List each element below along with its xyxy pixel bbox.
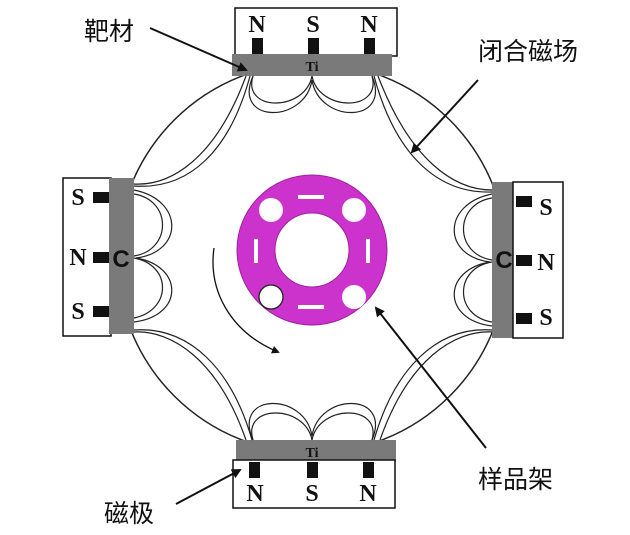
bottom-magnet-block-2	[307, 462, 318, 478]
right-target-label: C	[495, 247, 512, 274]
left-pole-2: N	[69, 245, 87, 271]
magnetic-field-lines	[133, 75, 493, 441]
right-target-plate	[492, 182, 516, 338]
bottom-target-plate	[236, 440, 396, 462]
top-pole-2: S	[306, 12, 319, 38]
sample-slot-bar-left	[254, 239, 258, 263]
top-pole-3: N	[360, 12, 378, 38]
bottom-pole-2: S	[305, 481, 318, 507]
sample-holder	[236, 174, 388, 326]
right-magnet-block-1	[516, 196, 532, 207]
bottom-pole-3: N	[359, 481, 377, 507]
top-magnet-block-1	[252, 38, 263, 54]
sample-slot-3	[342, 285, 366, 309]
sample-slot-bar-bottom	[298, 305, 324, 309]
magnetic-pole-label: 磁极	[104, 499, 154, 528]
left-magnet-block-2	[93, 252, 109, 263]
rotation-direction-arrow	[212, 247, 280, 354]
bottom-magnet-block-3	[363, 462, 374, 478]
sample-holder-outer-edge	[236, 174, 388, 326]
sample-holder-callout-arrow	[374, 306, 487, 449]
top-magnet-block-3	[364, 38, 375, 54]
top-target-plate	[232, 54, 392, 76]
top-target-label: Ti	[306, 60, 319, 75]
sample-slot-4	[258, 284, 284, 310]
bottom-target-label: Ti	[306, 446, 319, 461]
sample-slot-2	[342, 198, 366, 222]
top-magnet-assembly: N S N Ti	[232, 7, 398, 76]
left-target-label: C	[112, 246, 129, 273]
closed-field-callout-arrow	[410, 79, 479, 154]
left-magnet-assembly: S N S C	[62, 177, 134, 337]
left-pole-1: S	[71, 185, 84, 211]
left-magnet-block-3	[93, 306, 109, 317]
bottom-magnet-assembly: Ti N S N	[232, 440, 396, 509]
bottom-magnet-block-1	[249, 462, 260, 478]
left-target-plate	[109, 178, 134, 334]
sample-slot-1	[259, 198, 283, 222]
right-pole-1: S	[539, 195, 552, 221]
top-pole-1: N	[248, 12, 266, 38]
right-pole-2: N	[537, 250, 555, 276]
left-magnet-block-1	[93, 192, 109, 203]
closed-field-label: 闭合磁场	[478, 37, 578, 66]
left-pole-3: S	[71, 299, 84, 325]
right-pole-3: S	[539, 305, 552, 331]
sample-slot-bar-top	[298, 195, 324, 199]
sample-holder-label: 样品架	[478, 465, 553, 494]
right-magnet-assembly: C S N S	[492, 181, 564, 339]
right-magnet-block-2	[516, 255, 532, 266]
top-magnet-block-2	[308, 38, 319, 54]
target-callout-arrow	[149, 27, 248, 72]
sample-holder-center-hole	[274, 212, 350, 288]
right-magnet-block-3	[516, 313, 532, 324]
sample-slot-bar-right	[366, 239, 370, 263]
bottom-pole-1: N	[246, 481, 264, 507]
magnetic-pole-callout-arrow	[175, 469, 242, 505]
target-label: 靶材	[84, 17, 134, 46]
